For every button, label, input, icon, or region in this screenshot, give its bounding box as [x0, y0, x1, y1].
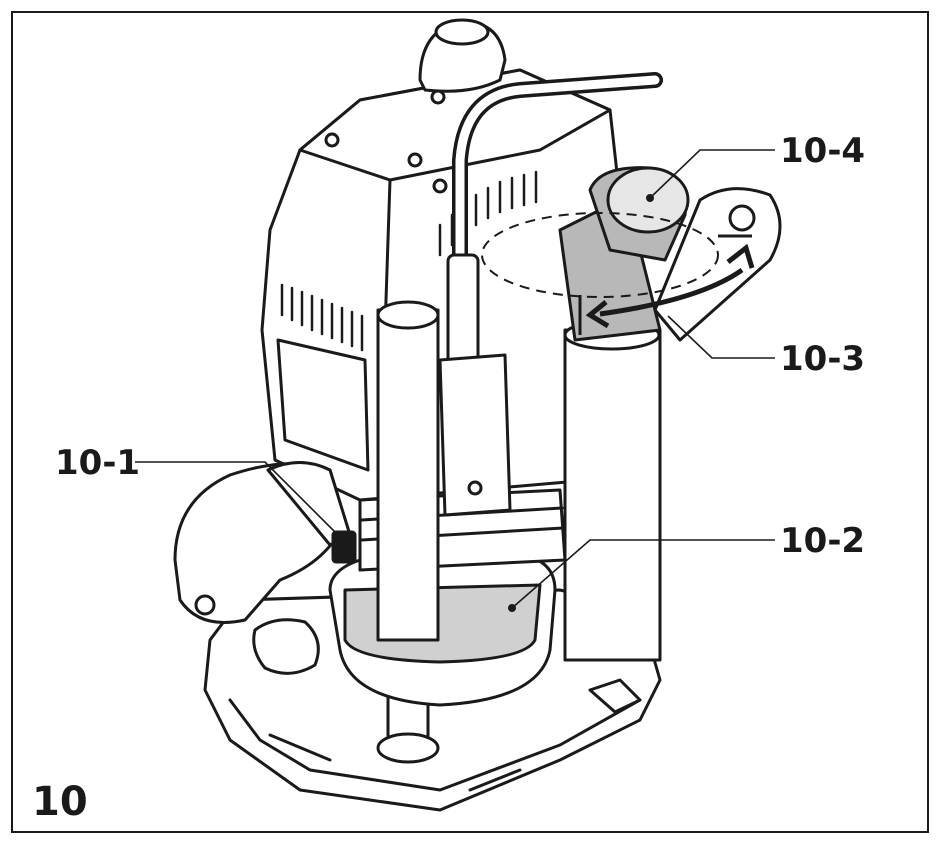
guide-screw [467, 480, 483, 496]
lock-button [331, 530, 357, 564]
handle-lock-lever [266, 461, 352, 547]
base-clamp-knob [252, 618, 320, 675]
rotation-indicator [481, 212, 755, 335]
housing-side-panel [276, 338, 370, 472]
base-foot-right [588, 678, 642, 714]
screw-top-2 [324, 132, 340, 148]
leader-dot-10-2 [508, 604, 516, 612]
handle-end-hole [194, 594, 216, 616]
figure-frame [11, 11, 929, 833]
callout-10-4: 10-4 [780, 131, 865, 171]
base-slot-front [268, 733, 522, 792]
leader-10-1 [135, 461, 346, 543]
power-cable-inner [455, 75, 660, 265]
column-post-foot [376, 732, 440, 764]
leader-dot-10-4 [646, 194, 654, 202]
chip-guard-window [343, 583, 542, 664]
leader-10-4 [649, 149, 775, 199]
router-illustration [173, 18, 782, 812]
rotation-path-dashed [481, 212, 719, 298]
rotation-arrowhead-up [726, 243, 755, 269]
vent-slots-left [280, 283, 364, 352]
column-post-front-top [376, 300, 440, 330]
leader-lines [135, 149, 775, 609]
screw-top-3 [432, 178, 448, 194]
screw-top-1 [430, 89, 446, 105]
front-guide-block [438, 353, 512, 517]
rotation-arrow [599, 267, 744, 317]
depth-knob-top [434, 18, 490, 46]
lever-hole [728, 204, 756, 232]
callout-10-2: 10-2 [780, 521, 865, 561]
screw-top-4 [407, 152, 423, 168]
column-rear [563, 328, 662, 662]
base-plate-edge [228, 698, 642, 792]
callout-10-1: 10-1 [55, 443, 140, 483]
callout-10-3: 10-3 [780, 339, 865, 379]
leader-10-2 [511, 539, 775, 609]
leader-10-3 [667, 315, 775, 359]
rotation-arrowhead-left [585, 300, 610, 329]
column-post-front [376, 308, 440, 642]
figure-number: 10 [32, 779, 88, 825]
